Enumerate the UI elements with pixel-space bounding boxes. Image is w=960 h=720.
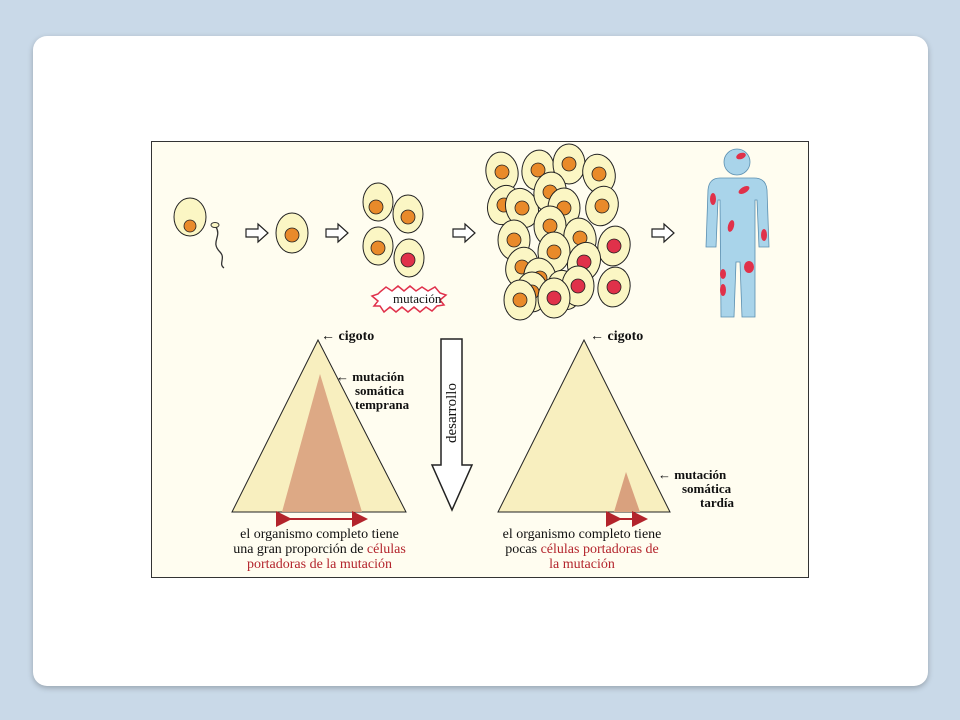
- left-zygote-label: ← cigoto: [321, 329, 375, 344]
- mutation-label: mutación: [393, 291, 442, 306]
- left-caption-line2-highlight: células: [366, 542, 406, 557]
- normal-cell: [504, 187, 540, 229]
- right-mutation-line3: tardía: [700, 495, 734, 510]
- normal-cell: [485, 151, 519, 193]
- left-caption-line2-prefix: una gran proporción de: [233, 542, 367, 557]
- left-caption: el organismo completo tiene una gran pro…: [207, 527, 432, 572]
- left-caption-line3: portadoras de la mutación: [246, 557, 392, 572]
- diagram-graphics: [173, 143, 770, 527]
- stage-arrow-2: [325, 222, 349, 244]
- late-mutation-triangle: [497, 338, 671, 527]
- normal-cell: [585, 185, 619, 227]
- mutant-cell: [537, 277, 571, 319]
- mutant-cell: [597, 225, 631, 267]
- development-label-text: desarrollo: [444, 383, 460, 443]
- single-cell-stage: [275, 212, 309, 254]
- zygote-stage: [173, 197, 225, 269]
- sperm-icon: [215, 226, 225, 269]
- right-zygote-label: ← cigoto: [590, 329, 644, 344]
- mutation-starburst: [370, 285, 448, 314]
- right-caption-line3: la mutación: [549, 557, 615, 572]
- right-caption-line2-prefix: pocas: [505, 542, 541, 557]
- stage-arrow-4: [651, 222, 675, 244]
- right-mutation-line1: ← mutación: [658, 467, 727, 482]
- right-caption: el organismo completo tiene pocas célula…: [482, 527, 682, 572]
- normal-cell: [503, 279, 537, 321]
- human-body-icon: [705, 148, 770, 318]
- right-mutation-line2: somática: [682, 481, 732, 496]
- left-caption-line1: el organismo completo tiene: [240, 527, 399, 542]
- left-mutation-line3: temprana: [355, 397, 410, 412]
- right-caption-line2-highlight: células portadoras de: [540, 542, 659, 557]
- stage-arrow-1: [245, 222, 269, 244]
- normal-cell: [582, 153, 616, 195]
- left-mutation-line1: ← mutación: [336, 369, 405, 384]
- development-arrow: [430, 338, 474, 512]
- stage-arrow-3: [452, 222, 476, 244]
- cell-cluster-stage: [485, 143, 631, 321]
- right-caption-line2: pocas células portadoras de: [482, 542, 682, 557]
- early-mutation-triangle: [231, 338, 407, 527]
- right-caption-line1: el organismo completo tiene: [502, 527, 662, 542]
- left-mutation-line2: somática: [355, 383, 405, 398]
- mutant-cell: [597, 266, 631, 308]
- development-label: desarrollo: [440, 378, 464, 454]
- four-cell-stage: [362, 182, 448, 314]
- normal-cell: [552, 143, 586, 185]
- mutation-figure: mutación desarrollo ← cigoto ← mutación …: [151, 141, 809, 578]
- left-caption-line2: una gran proporción de células: [207, 542, 432, 557]
